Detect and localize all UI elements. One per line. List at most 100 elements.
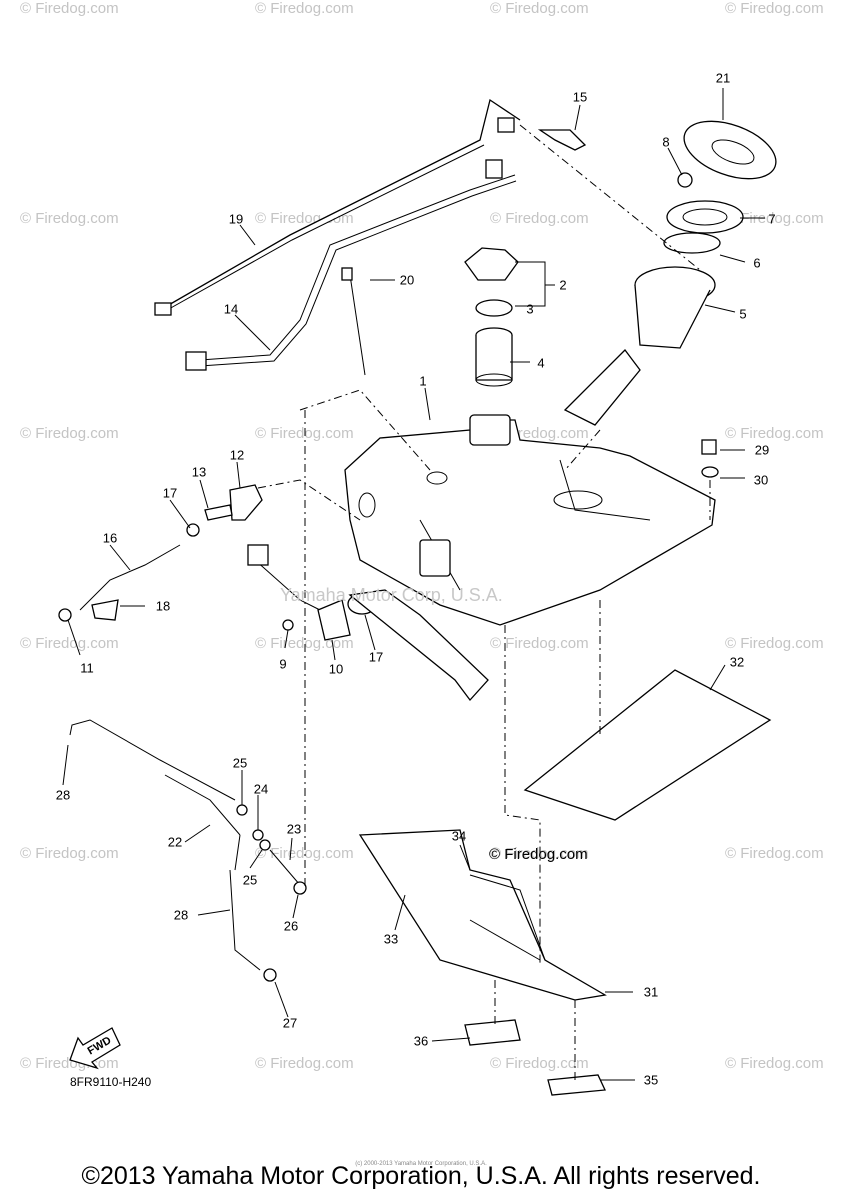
callout-17: 17 <box>162 485 178 501</box>
callout-18: 18 <box>155 598 171 614</box>
clamp-26 <box>293 881 307 895</box>
cap-8 <box>677 172 693 188</box>
callout-28: 28 <box>173 907 189 923</box>
callout-24: 24 <box>253 781 269 797</box>
watermark-0-3: © Firedog.com <box>725 0 824 17</box>
callout-9: 9 <box>279 656 287 672</box>
callout-3: 3 <box>526 301 534 317</box>
callout-4: 4 <box>537 355 545 371</box>
callout-31: 31 <box>643 984 659 1000</box>
plate-32 <box>523 669 772 821</box>
watermark-0-2: © Firedog.com <box>490 0 589 17</box>
watermark-2-0: © Firedog.com <box>20 425 119 442</box>
clamp-25b <box>259 839 271 851</box>
watermark-0-0: © Firedog.com <box>20 0 119 17</box>
callout-25: 25 <box>242 872 258 888</box>
callout-15: 15 <box>572 89 588 105</box>
watermark-1-0: © Firedog.com <box>20 210 119 227</box>
plate-7 <box>666 200 744 234</box>
strainer-4 <box>475 327 513 387</box>
callout-27: 27 <box>282 1015 298 1031</box>
callout-28: 28 <box>55 787 71 803</box>
reference-lines <box>257 124 711 1080</box>
callout-5: 5 <box>739 306 747 322</box>
screw-11 <box>282 619 294 631</box>
float-arm <box>348 589 489 702</box>
callout-26: 26 <box>283 918 299 934</box>
pad-35 <box>547 1074 606 1096</box>
clamp-17 <box>186 523 200 537</box>
callout-13: 13 <box>191 464 207 480</box>
fuel-cap-2 <box>464 247 519 281</box>
callout-2: 2 <box>559 277 567 293</box>
center-watermark: Yamaha Motor Corp, U.S.A. <box>280 585 503 605</box>
bolt-13 <box>204 504 233 521</box>
grommet-29 <box>701 439 717 455</box>
callout-17: 17 <box>368 649 384 665</box>
callout-12: 12 <box>229 447 245 463</box>
watermark-1-2: © Firedog.com <box>490 210 589 227</box>
leader-lines <box>62 88 765 1081</box>
clip-15 <box>537 129 587 151</box>
watermark-5-1: © Firedog.com <box>255 1055 354 1072</box>
hose-16 <box>79 544 181 611</box>
fuel-hose-14 <box>185 174 517 371</box>
callout-34: 34 <box>451 828 467 844</box>
callout-35: 35 <box>643 1072 659 1088</box>
watermark-4-3: © Firedog.com <box>725 845 824 862</box>
copyright-small: (c) 2000-2013 Yamaha Motor Corporation, … <box>355 1161 487 1167</box>
callout-6: 6 <box>753 255 761 271</box>
fuel-pump-5 <box>563 266 716 426</box>
callout-20: 20 <box>399 272 415 288</box>
valve-24 <box>252 829 264 841</box>
callout-33: 33 <box>383 931 399 947</box>
clamp-25a <box>236 804 248 816</box>
watermark-0-1: © Firedog.com <box>255 0 354 17</box>
bracket-18 <box>91 599 119 621</box>
watermark-2-1: © Firedog.com <box>255 425 354 442</box>
watermark-5-2: © Firedog.com <box>490 1055 589 1072</box>
copyright-notice: ©2013 Yamaha Motor Corporation, U.S.A. A… <box>81 1162 761 1190</box>
callout-22: 22 <box>167 834 183 850</box>
callout-11: 11 <box>80 660 94 676</box>
callout-30: 30 <box>753 472 769 488</box>
watermark-3-2: © Firedog.com <box>490 635 589 652</box>
watermark-2-3: © Firedog.com <box>725 425 824 442</box>
callout-1: 1 <box>419 373 427 389</box>
callout-21: 21 <box>715 70 731 86</box>
callout-25: 25 <box>232 755 248 771</box>
fuel-hose-19 <box>154 98 521 316</box>
callout-10: 10 <box>328 661 344 677</box>
firedog-note: © Firedog.com <box>489 846 588 863</box>
watermark-3-0: © Firedog.com <box>20 635 119 652</box>
diagram-code: 8FR9110-H240 <box>70 1075 152 1089</box>
gasket-6 <box>663 232 721 254</box>
watermark-3-3: © Firedog.com <box>725 635 824 652</box>
fuel-sender-9 <box>247 544 351 641</box>
callout-36: 36 <box>413 1033 429 1049</box>
callout-16: 16 <box>102 530 118 546</box>
fuel-cock-12 <box>229 484 263 521</box>
callout-32: 32 <box>729 654 745 670</box>
watermark-4-1: © Firedog.com <box>255 845 354 862</box>
watermark-4-2: © Firedog.com <box>490 845 589 862</box>
watermark-4-0: © Firedog.com <box>20 845 119 862</box>
watermark-5-3: © Firedog.com <box>725 1055 824 1072</box>
fwd-arrow-icon <box>69 1027 121 1070</box>
clamp-17b <box>58 608 72 622</box>
callout-14: 14 <box>223 301 239 317</box>
fuel-tank-1 <box>344 414 716 626</box>
watermark-1-3: © Firedog.com <box>725 210 824 227</box>
clamp-27 <box>263 968 277 982</box>
callout-7: 7 <box>768 211 776 227</box>
watermark-1-1: © Firedog.com <box>255 210 354 227</box>
callout-19: 19 <box>228 211 244 227</box>
callout-23: 23 <box>286 821 302 837</box>
breather-hose-28 <box>69 719 261 971</box>
hose-23 <box>269 849 301 886</box>
cover-21 <box>683 120 777 180</box>
callout-29: 29 <box>754 442 770 458</box>
pad-36 <box>464 1019 521 1046</box>
